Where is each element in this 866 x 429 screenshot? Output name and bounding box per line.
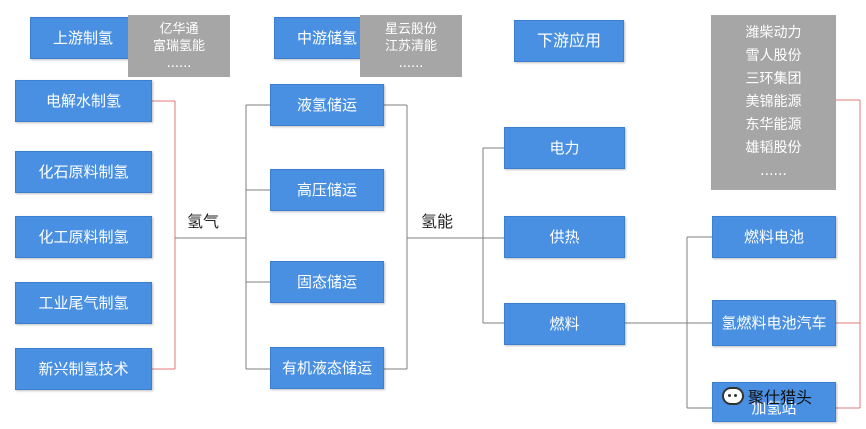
fuel-cell-company: 东华能源 [745,117,802,133]
downstream-title: 下游应用 [514,20,624,62]
application: 燃料 [504,303,625,345]
application: 供热 [504,216,625,258]
storage-method: 液氢储运 [270,84,384,126]
fuel-cell-company: 雄韬股份 [745,140,802,156]
fuel-use: 氢燃料电池汽车 [712,300,836,346]
fuel-cell-company: ...... [760,163,787,179]
upstream-company: 亿华通 [159,21,199,37]
fuel-cell-company: 潍柴动力 [745,25,802,41]
hydrogen-energy-label: 氢能 [421,212,454,231]
watermark-text: 聚仕猎头 [748,388,813,407]
wechat-icon [722,387,744,405]
fuel-cell-company: 雪人股份 [745,48,802,64]
midstream-company: ...... [398,55,424,71]
watermark: 聚仕猎头 [722,384,812,408]
fuel-use: 燃料电池 [712,216,836,258]
application: 电力 [504,127,625,169]
fuel-cell-company: 美锦能源 [745,94,802,110]
midstream-companies: 星云股份 江苏清能 ...... [360,15,462,77]
storage-method: 有机液态储运 [270,347,384,389]
production-method: 化工原料制氢 [15,216,152,258]
upstream-company: ...... [166,55,192,71]
upstream-company: 富瑞氢能 [152,38,205,54]
fuel-cell-companies: 潍柴动力 雪人股份 三环集团 美锦能源 东华能源 雄韬股份 ...... [711,15,836,190]
midstream-company: 江苏清能 [384,38,437,54]
fuel-cell-company: 三环集团 [745,71,802,87]
storage-method: 高压储运 [270,169,384,211]
upstream-companies: 亿华通 富瑞氢能 ...... [128,15,230,77]
production-method: 化石原料制氢 [15,151,152,193]
hydrogen-gas-label: 氢气 [187,212,220,231]
storage-method: 固态储运 [270,261,384,303]
production-method: 工业尾气制氢 [15,282,152,324]
midstream-company: 星云股份 [384,21,437,37]
production-method: 电解水制氢 [15,80,152,122]
production-method: 新兴制氢技术 [15,348,152,390]
upstream-title: 上游制氢 [30,17,136,59]
